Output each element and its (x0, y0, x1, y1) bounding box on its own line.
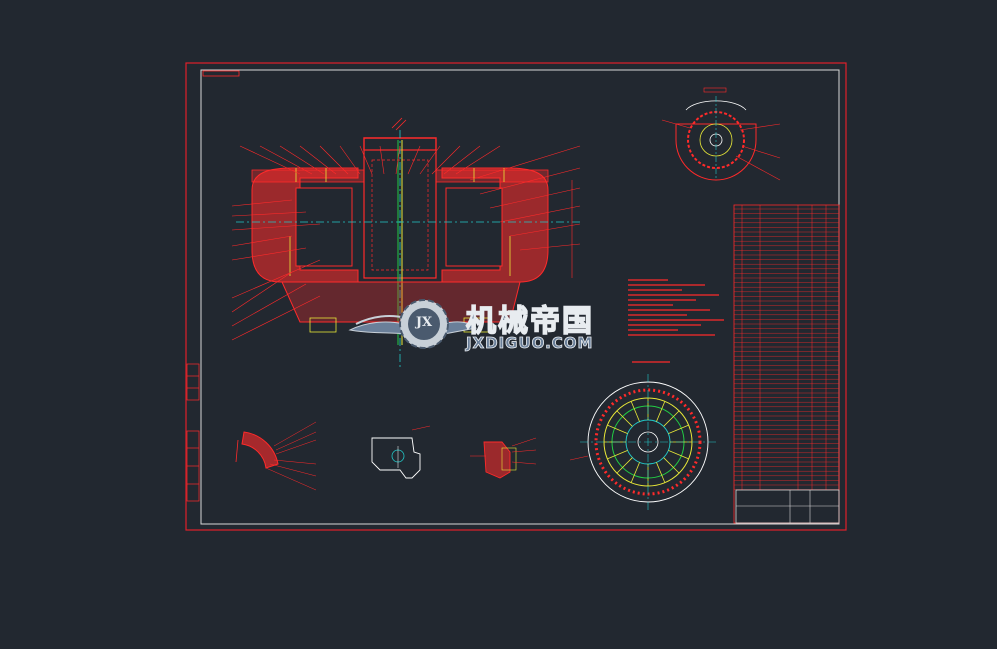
top-callouts (239, 145, 501, 175)
outer-frame (185, 62, 847, 531)
detail-view-2 (371, 425, 431, 479)
tr-leaders (661, 119, 781, 181)
leader-lines-left (231, 199, 321, 341)
title-block (735, 489, 840, 524)
cavity-right (445, 187, 503, 267)
central-housing-inner (371, 159, 429, 271)
top-right-view (661, 87, 781, 181)
parts-list-frame (733, 204, 840, 524)
parts-list-rows (734, 208, 839, 490)
cavity-left (295, 187, 353, 267)
technical-requirements-notes (628, 279, 724, 363)
casing-left (251, 167, 359, 283)
detail-view-1 (235, 421, 317, 491)
watermark-logo: JX 机械帝国 JXDIGUO.COM (346, 290, 646, 356)
main-assembly-view (231, 117, 581, 370)
leader-lines-right (469, 145, 581, 251)
section-arrow (391, 117, 407, 131)
round-section-view (569, 374, 716, 510)
parts-list-columns (741, 205, 827, 490)
detail-view-3 (470, 437, 537, 479)
watermark-emblem-text: JX (415, 315, 433, 330)
tr-view-title (703, 87, 727, 93)
watermark-english: JXDIGUO.COM (466, 334, 594, 353)
wings-gear-emblem (348, 299, 478, 349)
watermark-chinese: 机械帝国 (465, 303, 594, 339)
drawing-number-box (202, 70, 240, 77)
parts-list-table (733, 204, 840, 524)
binding-marks (186, 363, 200, 502)
bolts (289, 168, 511, 276)
casing-right (441, 167, 549, 283)
foot-left (309, 317, 337, 333)
